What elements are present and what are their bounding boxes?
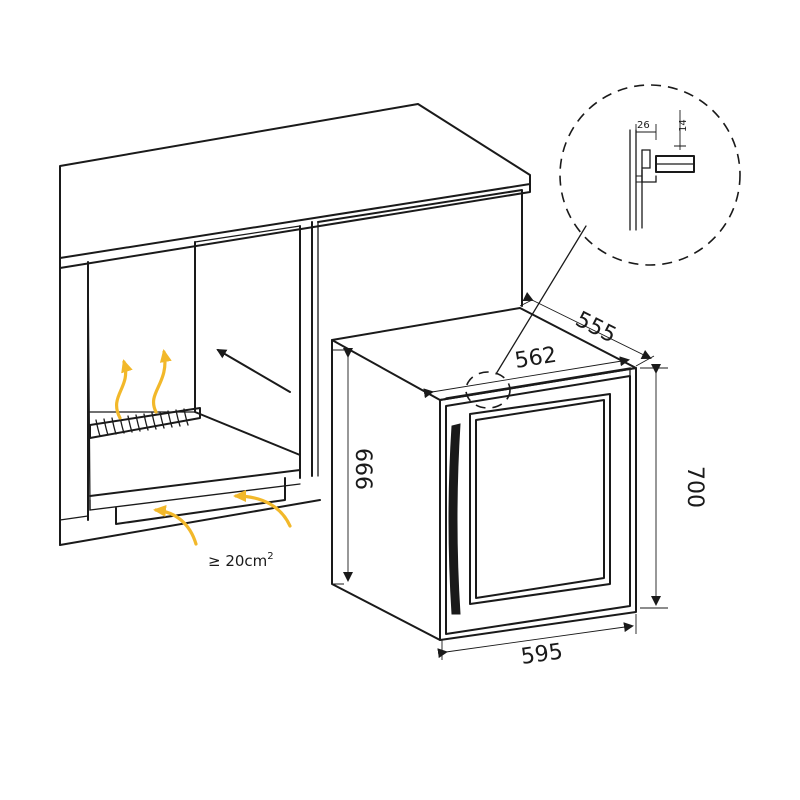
niche-back-wall: [194, 241, 301, 456]
door-handle: [448, 423, 461, 615]
airflow-up-arrow-1: [114, 359, 133, 420]
airflow-up-arrow-2: [152, 349, 172, 414]
dim-595-label: 595: [519, 639, 564, 670]
dimension-height-left: 666: [332, 348, 375, 585]
countertop: [59, 103, 531, 259]
dim-555-label: 555: [571, 307, 620, 348]
plinth-vent: [115, 477, 286, 525]
dimension-width-bottom: 595: [437, 614, 637, 670]
airflow-arrows: [114, 349, 292, 546]
wine-cooler: [331, 225, 637, 641]
adjacent-cabinet-door: [317, 189, 523, 307]
dim-14-label: 14: [678, 119, 689, 132]
glass-door: [469, 393, 611, 605]
ventilation-note: ≥ 20cm2: [208, 551, 274, 570]
dim-26-label: 26: [637, 120, 650, 131]
airflow-in-arrow-2: [233, 490, 292, 528]
airflow-in-arrow-1: [153, 505, 198, 546]
kitchen-cabinet: [59, 103, 531, 546]
hinge-detail-callout: 26 14: [559, 84, 741, 266]
rear-vent-grille: [89, 407, 201, 439]
dim-562-label: 562: [513, 343, 558, 374]
dim-700-label: 700: [682, 466, 707, 508]
niche-floor: [89, 469, 301, 497]
cooler-side: [331, 339, 441, 641]
insertion-arrow: [216, 348, 291, 393]
detail-circle: [559, 84, 741, 266]
dim-666-label: 666: [350, 448, 375, 490]
dimension-height-right: 700: [640, 364, 707, 609]
